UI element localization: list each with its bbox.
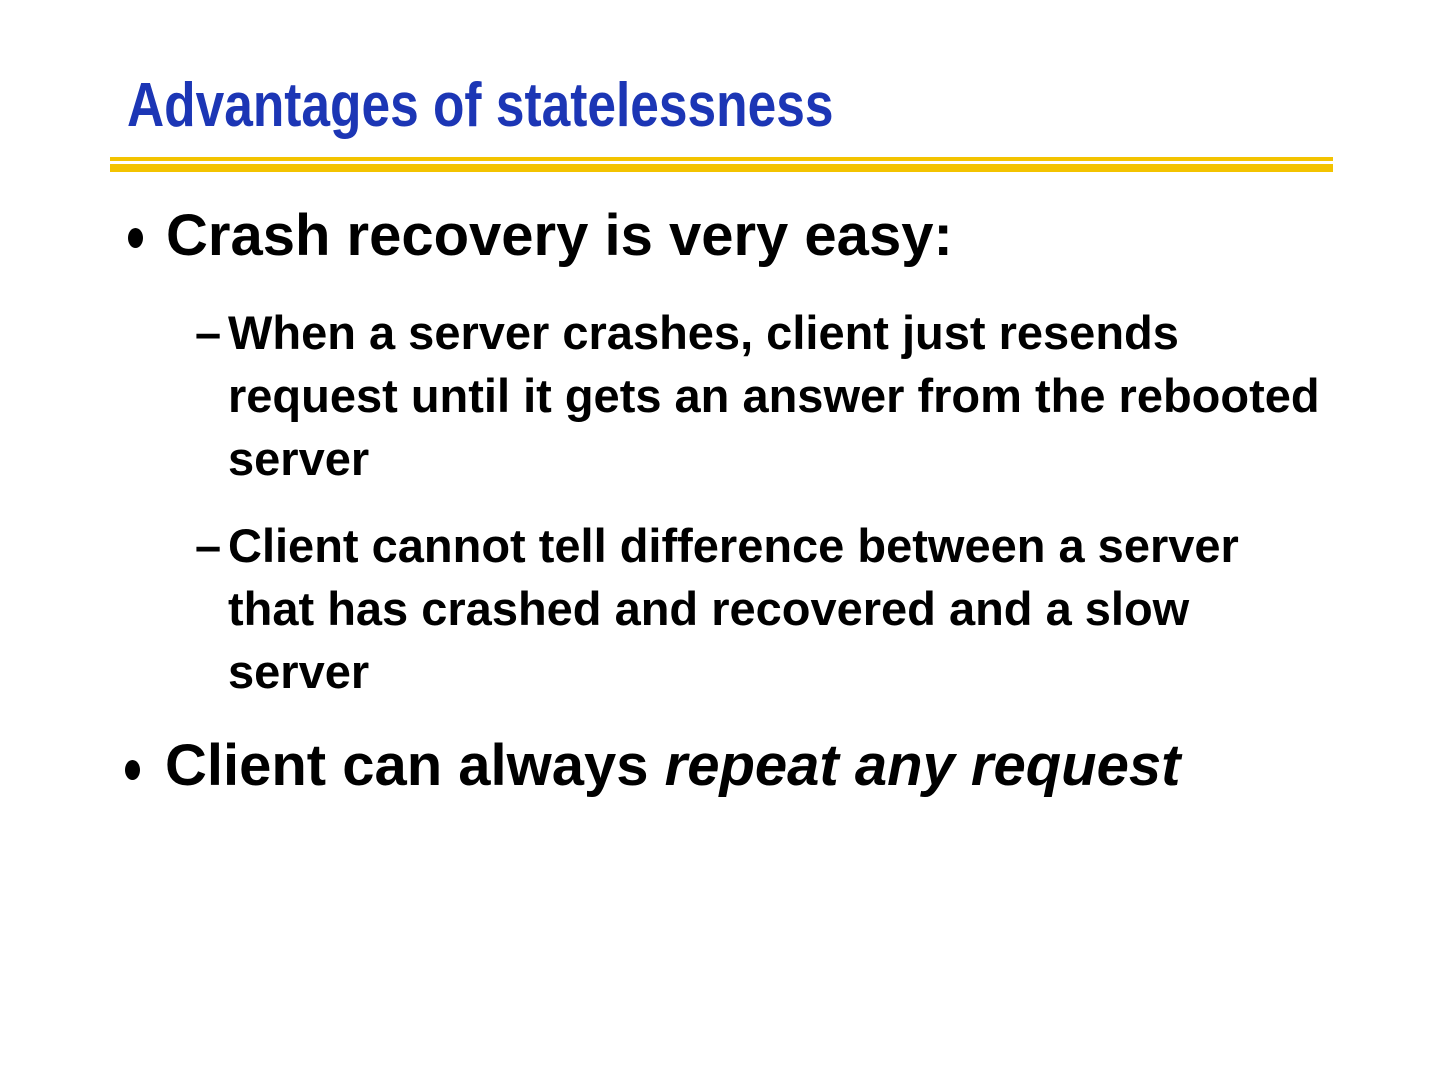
- title-underline-gap: [110, 161, 1333, 164]
- slide-title: Advantages of statelessness: [127, 71, 834, 140]
- sub-bullet-text: Client cannot tell difference between a …: [228, 514, 1239, 703]
- bullet-text-normal: Client can always: [165, 733, 665, 798]
- title-underline-thin-line: [110, 157, 1333, 161]
- sub-bullet-line: request until it gets an answer from the…: [228, 369, 1320, 422]
- sub-bullet-dash-icon: –: [195, 306, 222, 359]
- title-underline-thick-line: [110, 164, 1333, 172]
- sub-bullet-resend-request: – When a server crashes, client just res…: [195, 301, 1320, 490]
- sub-bullet-dash-icon: –: [195, 519, 222, 572]
- bullet-repeat-any-request: Client can always repeat any request: [165, 737, 1180, 795]
- bullet-text-italic: repeat any request: [664, 733, 1181, 798]
- sub-bullet-line: When a server crashes, client just resen…: [228, 306, 1179, 359]
- sub-bullet-line: server: [228, 432, 370, 485]
- sub-bullet-text: When a server crashes, client just resen…: [228, 301, 1320, 490]
- sub-bullet-line: that has crashed and recovered and a slo…: [228, 582, 1190, 635]
- title-underline-rule: [110, 157, 1333, 172]
- sub-bullet-line: server: [228, 645, 370, 698]
- sub-bullet-line: Client cannot tell difference between a …: [228, 519, 1239, 572]
- bullet-crash-recovery: Crash recovery is very easy:: [166, 203, 953, 268]
- sub-bullet-cannot-tell-difference: – Client cannot tell difference between …: [195, 514, 1239, 703]
- bullet-dot-icon: [125, 760, 140, 780]
- bullet-dot-icon: [128, 228, 143, 248]
